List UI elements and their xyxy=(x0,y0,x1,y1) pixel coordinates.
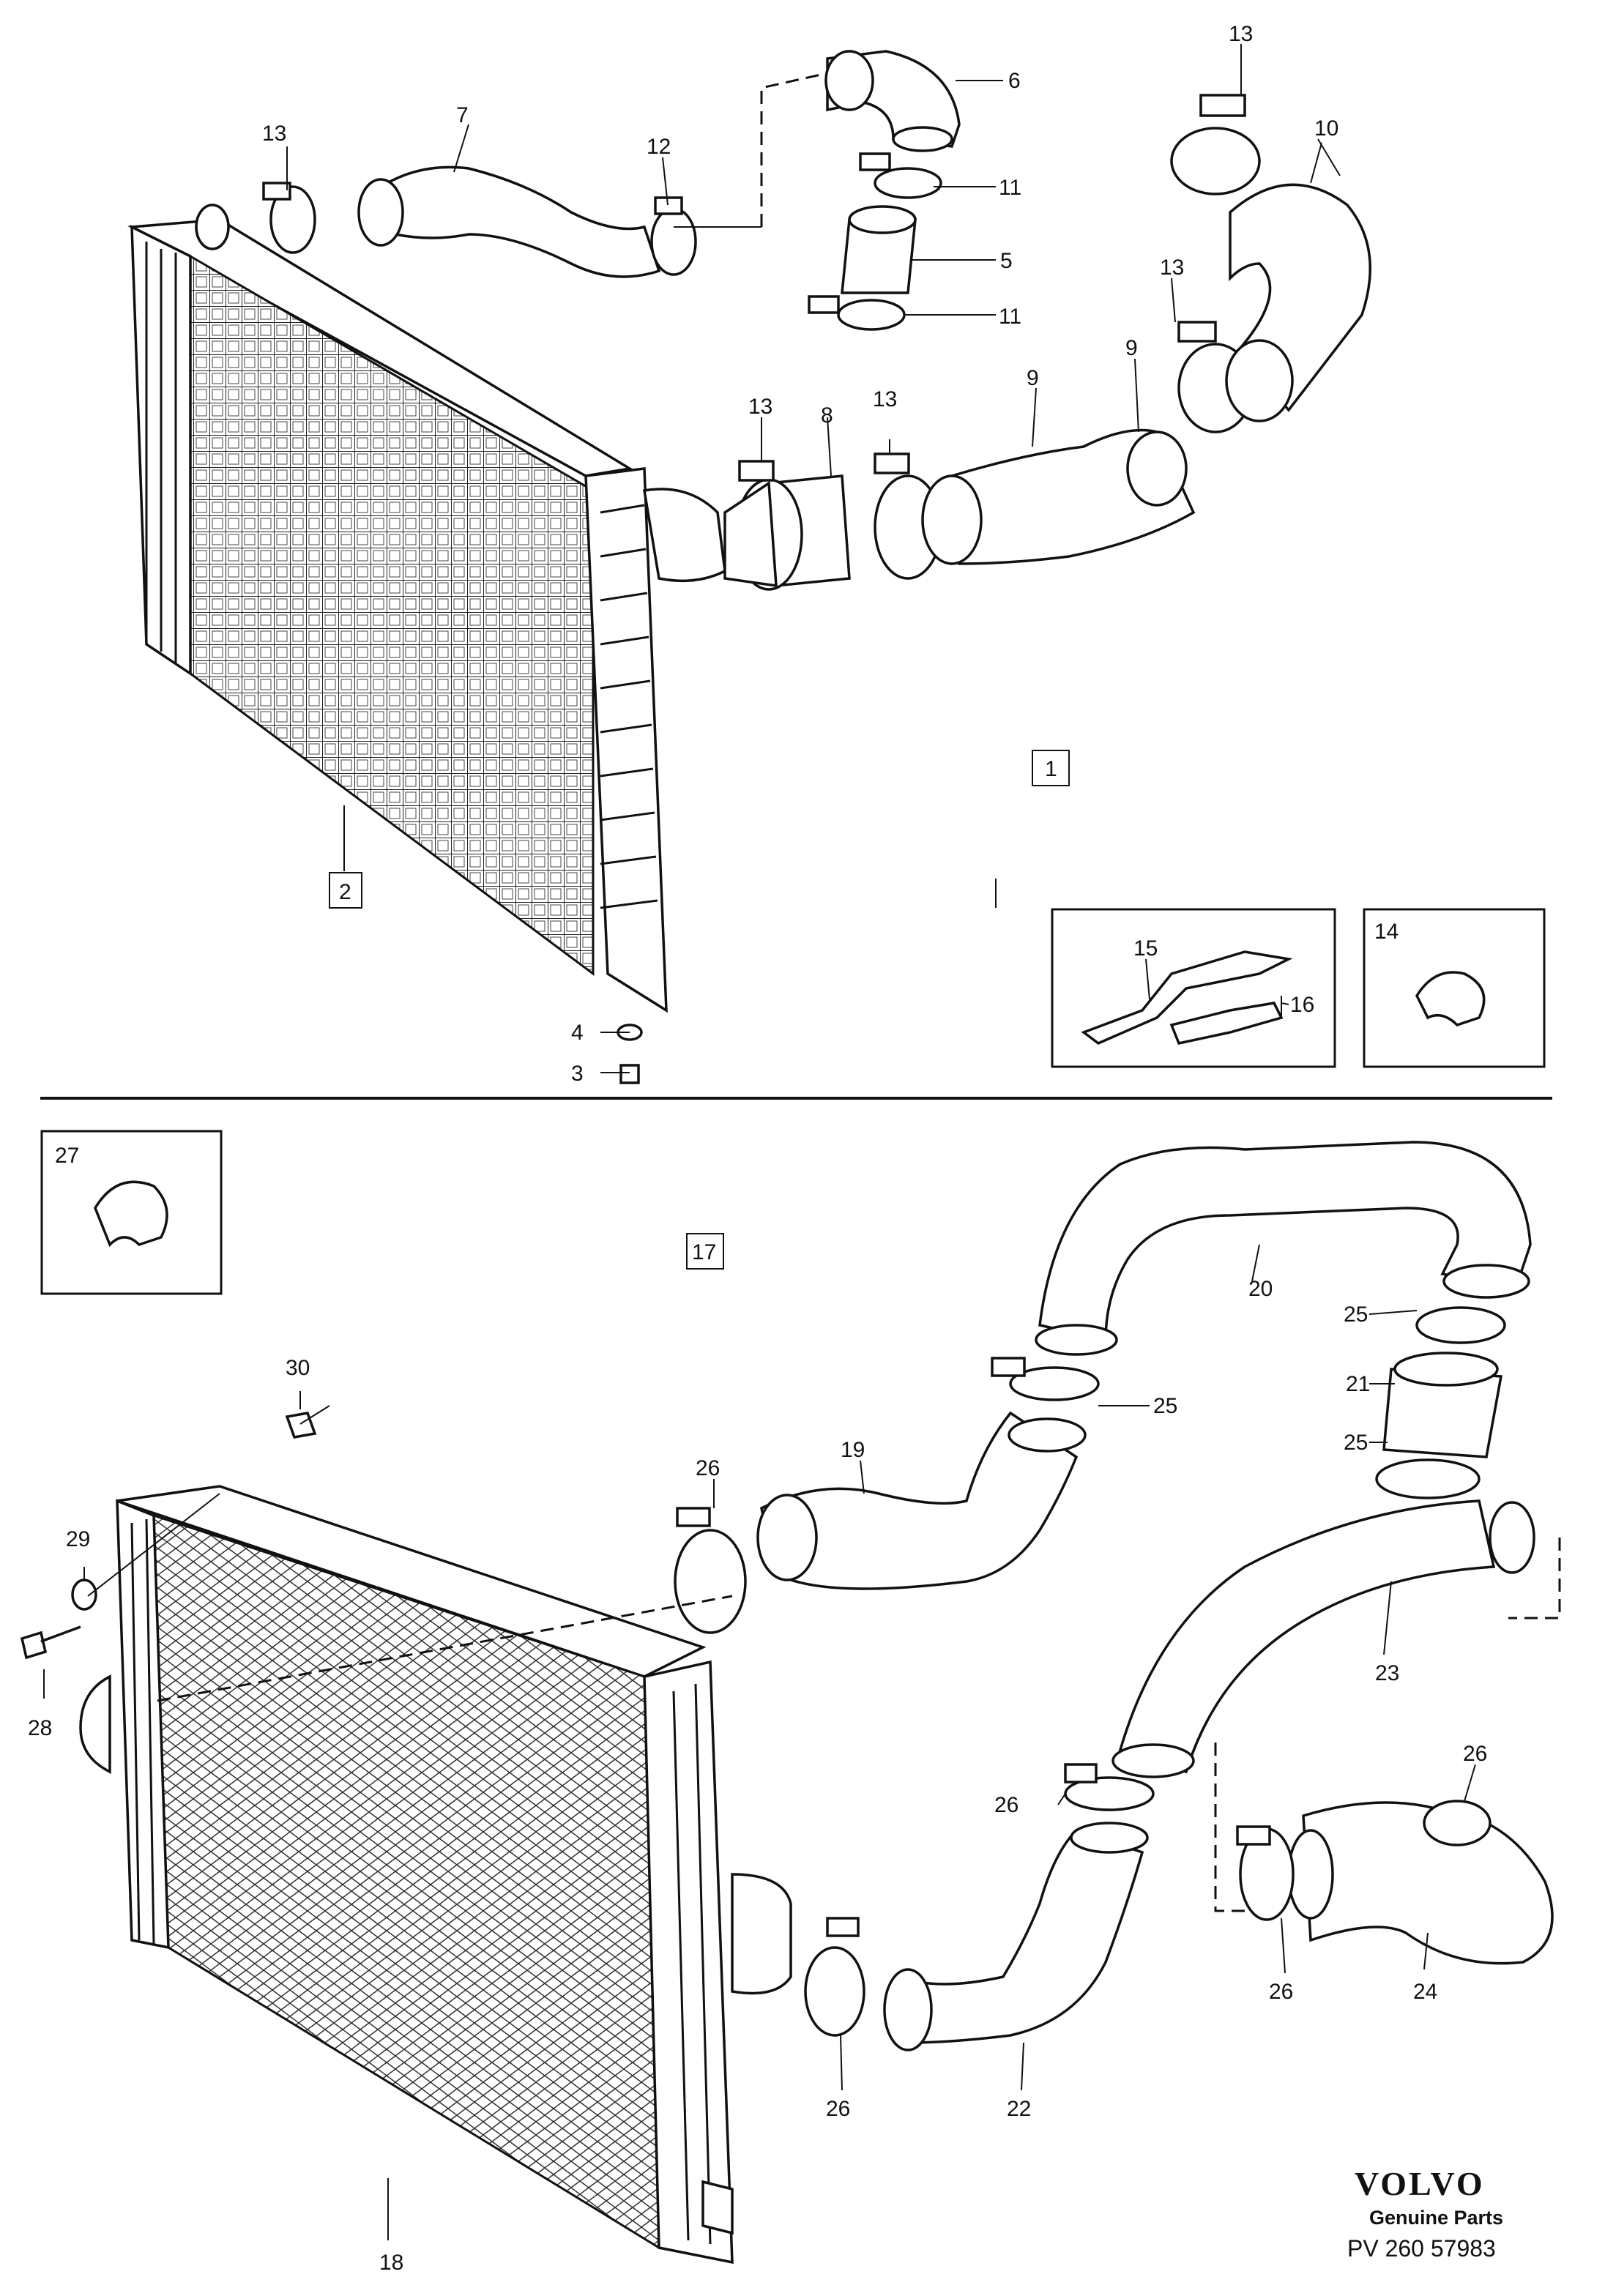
volvo-logo: VOLVO xyxy=(1355,2165,1485,2202)
callout-20: 20 xyxy=(1248,1277,1273,1301)
assembly-box-2 xyxy=(329,872,362,909)
callout-25b: 25 xyxy=(1153,1394,1177,1418)
callout-26c: 26 xyxy=(826,2097,850,2121)
callout-25a: 25 xyxy=(1344,1302,1368,1327)
callout-5: 5 xyxy=(1000,249,1013,273)
bolt-28 xyxy=(20,1625,81,1660)
lower-intercooler-assembly xyxy=(20,1130,1561,2265)
callout-9b: 9 xyxy=(1125,336,1138,360)
bracket-16 xyxy=(1169,1002,1284,1046)
brand-block: VOLVO Genuine Parts PV 260 57983 xyxy=(1347,2165,1503,2262)
inset-brackets-15-16 xyxy=(1051,908,1336,1068)
callout-9a: 9 xyxy=(1027,366,1039,390)
callout-12: 12 xyxy=(647,135,671,159)
hose-19 xyxy=(759,1411,1079,1590)
pipe-23 xyxy=(1118,1499,1496,1774)
callout-21: 21 xyxy=(1346,1372,1370,1396)
clip-27 xyxy=(94,1180,168,1248)
callout-26e: 26 xyxy=(1463,1742,1487,1766)
callouts-upper: 13 7 12 6 11 5 11 13 10 13 9 9 13 8 13 1… xyxy=(262,22,1399,1086)
callouts-lower: 27 17 20 25 25 21 25 30 19 26 29 23 28 2… xyxy=(28,1144,1487,2275)
clamp-12 xyxy=(650,207,697,276)
clamp-26e xyxy=(1423,1800,1492,1846)
callout-4: 4 xyxy=(571,1021,584,1045)
callout-18: 18 xyxy=(379,2251,403,2275)
washer-29 xyxy=(71,1578,97,1611)
plug-3 xyxy=(619,1064,640,1084)
box-2-label: 2 xyxy=(339,880,351,904)
hose-22 xyxy=(898,1828,1144,2044)
inset-clip-27 xyxy=(40,1130,223,1295)
upper-intercooler-assembly xyxy=(127,44,1546,1084)
box-1-label: 1 xyxy=(1045,757,1057,781)
callout-28: 28 xyxy=(28,1716,52,1740)
callout-13d: 13 xyxy=(748,395,772,419)
clamp-25a xyxy=(1009,1366,1100,1401)
callout-11a: 11 xyxy=(999,176,1021,200)
callout-13b: 13 xyxy=(1229,22,1253,46)
clamp-11b xyxy=(837,299,906,331)
callout-25c: 25 xyxy=(1344,1431,1368,1455)
inset-clip-14 xyxy=(1363,908,1546,1068)
callout-8: 8 xyxy=(821,403,833,428)
assembly-box-1 xyxy=(1032,750,1070,786)
callout-13c: 13 xyxy=(1160,256,1184,280)
clamp-13a xyxy=(269,185,316,254)
clip-14 xyxy=(1415,971,1486,1027)
callout-13a: 13 xyxy=(262,122,286,146)
clamp-11a xyxy=(874,167,942,199)
callout-26a: 26 xyxy=(696,1456,720,1480)
clamp-26c xyxy=(804,1946,865,2037)
callout-16: 16 xyxy=(1290,993,1314,1017)
callout-19: 19 xyxy=(841,1438,865,1462)
callout-23: 23 xyxy=(1375,1661,1399,1685)
clamp-26a xyxy=(674,1529,747,1634)
callout-26d: 26 xyxy=(1269,1980,1293,2004)
callout-24: 24 xyxy=(1413,1980,1437,2004)
callout-26b: 26 xyxy=(994,1793,1019,1817)
clamp-13b xyxy=(1170,127,1261,195)
part-code: PV 260 57983 xyxy=(1347,2235,1496,2262)
callout-15: 15 xyxy=(1133,936,1158,961)
callout-14: 14 xyxy=(1374,920,1399,944)
assembly-box-17 xyxy=(686,1233,724,1270)
callout-13e: 13 xyxy=(873,387,897,411)
clamp-25c xyxy=(1375,1458,1481,1499)
hose-7 xyxy=(364,165,661,278)
bracket-15 xyxy=(1081,950,1293,1046)
callout-7: 7 xyxy=(456,103,469,127)
clamp-25b xyxy=(1415,1306,1506,1344)
genuine-parts-label: Genuine Parts xyxy=(1369,2207,1503,2229)
callout-29: 29 xyxy=(66,1527,90,1551)
intercooler-lower xyxy=(79,1485,792,2265)
callout-6: 6 xyxy=(1008,69,1021,93)
callout-27: 27 xyxy=(55,1144,79,1168)
callout-3: 3 xyxy=(571,1062,584,1086)
intercooler-upper xyxy=(127,204,726,1013)
hose-24 xyxy=(1302,1801,1554,1965)
callout-30: 30 xyxy=(286,1356,310,1380)
callout-22: 22 xyxy=(1007,2097,1031,2121)
callout-10: 10 xyxy=(1314,116,1338,141)
callout-11b: 11 xyxy=(999,305,1021,329)
hose-20 xyxy=(1038,1141,1532,1342)
box-17-label: 17 xyxy=(692,1240,716,1264)
